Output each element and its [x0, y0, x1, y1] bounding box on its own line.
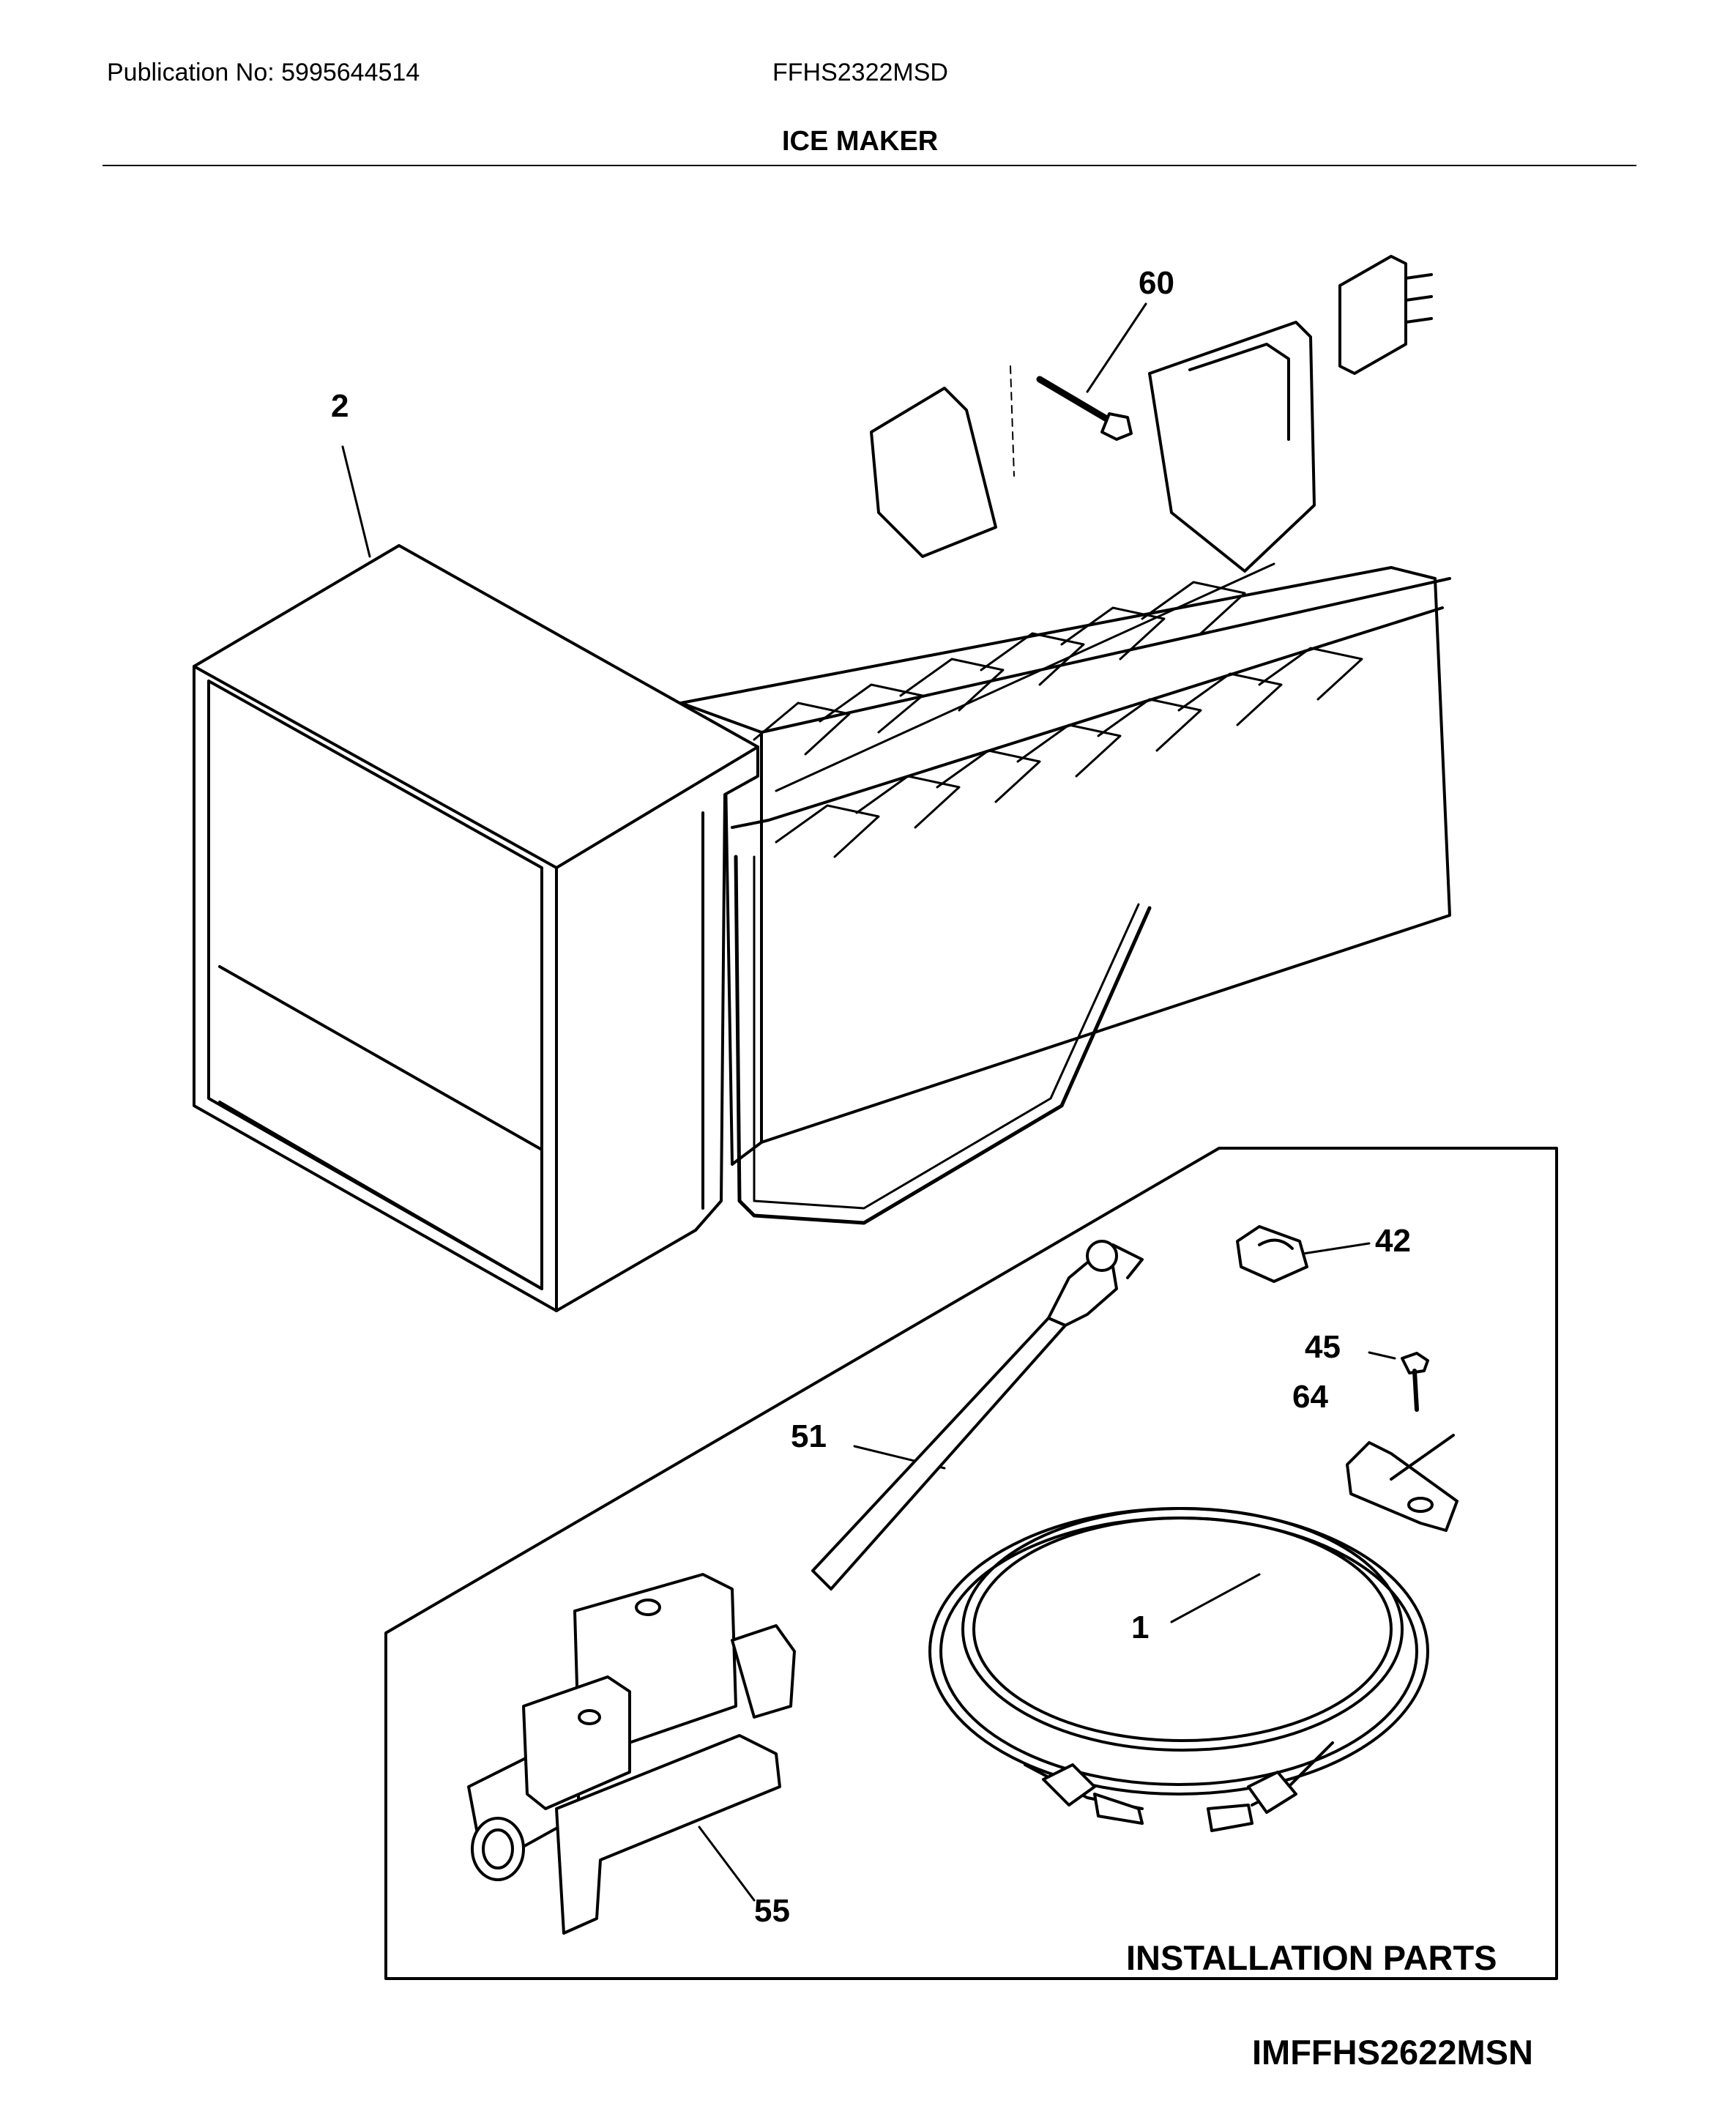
water-supply-tube	[928, 1507, 1429, 1832]
callout-45: 45	[1305, 1329, 1341, 1365]
installation-parts-box	[384, 1147, 1558, 1980]
callout-2: 2	[331, 388, 349, 424]
fill-tube	[811, 1240, 1144, 1590]
callout-51: 51	[791, 1418, 827, 1454]
model-number: FFHS2322MSD	[772, 59, 948, 86]
callout-64: 64	[1292, 1379, 1328, 1415]
callout-42: 42	[1375, 1223, 1411, 1259]
installation-parts-label: INSTALLATION PARTS	[1126, 1938, 1497, 1977]
wire-connector	[1338, 255, 1433, 375]
callout-60: 60	[1139, 265, 1174, 301]
callout-55: 55	[754, 1893, 790, 1929]
ice-maker-assembly	[193, 255, 1451, 1312]
water-inlet-valve	[467, 1573, 796, 1935]
callout-1: 1	[1131, 1610, 1150, 1645]
leader-lines	[341, 302, 1396, 1902]
page-title: ICE MAKER	[782, 126, 939, 157]
header-rule	[103, 165, 1636, 166]
publication-number: Publication No: 5995644514	[107, 59, 420, 86]
mounting-screw	[1010, 365, 1133, 477]
tube-clip	[1236, 1225, 1308, 1283]
diagram-reference: IMFFHS2622MSN	[1252, 2033, 1533, 2072]
clip-screw	[1401, 1352, 1429, 1412]
tube-clamp	[1346, 1434, 1459, 1532]
